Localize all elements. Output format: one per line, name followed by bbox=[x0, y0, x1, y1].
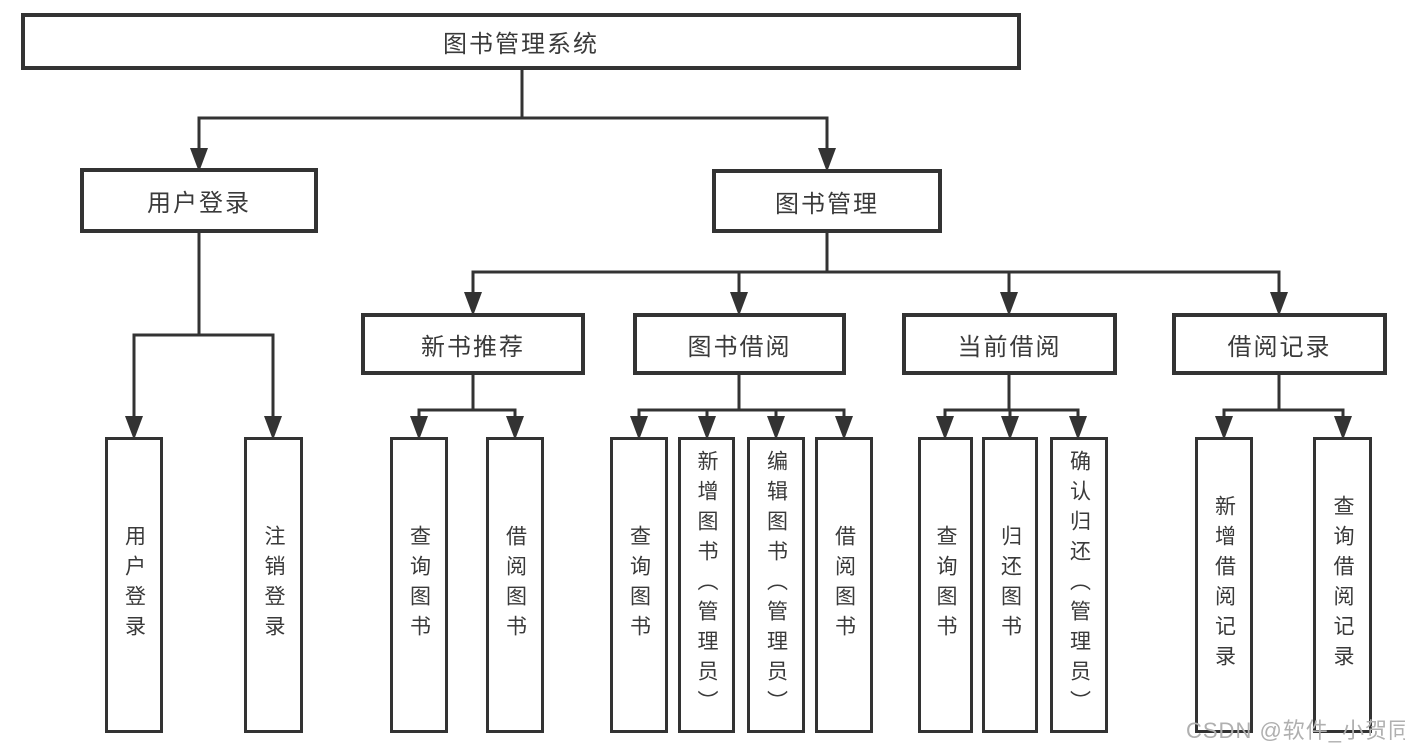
leaf-records-query-record-label: 查询借阅记录 bbox=[1331, 495, 1354, 675]
node-root: 图书管理系统 bbox=[21, 13, 1021, 70]
node-borrow-records: 借阅记录 bbox=[1172, 313, 1387, 375]
connector-current-borrow-split bbox=[936, 375, 1087, 440]
leaf-borrow-edit-books-admin: 编辑图书（管理员） bbox=[747, 437, 805, 733]
leaf-newbook-borrow-books: 借阅图书 bbox=[486, 437, 544, 733]
leaf-borrow-add-books-admin: 新增图书（管理员） bbox=[678, 437, 735, 733]
leaf-borrow-add-books-admin-label: 新增图书（管理员） bbox=[695, 450, 718, 720]
leaf-logout: 注销登录 bbox=[244, 437, 303, 733]
leaf-user-login-label: 用户登录 bbox=[122, 525, 146, 645]
node-current-borrow-label: 当前借阅 bbox=[957, 333, 1062, 361]
leaf-records-add-record: 新增借阅记录 bbox=[1195, 437, 1253, 733]
leaf-newbook-borrow-books-label: 借阅图书 bbox=[503, 525, 527, 645]
node-book-borrow-label: 图书借阅 bbox=[687, 333, 792, 361]
leaf-newbook-query-books: 查询图书 bbox=[390, 437, 448, 733]
leaf-current-confirm-return-admin: 确认归还（管理员） bbox=[1050, 437, 1108, 733]
node-new-book-recommend: 新书推荐 bbox=[361, 313, 585, 375]
leaf-borrow-query-books: 查询图书 bbox=[610, 437, 668, 733]
connector-borrow-records-split bbox=[1215, 375, 1352, 440]
node-new-book-recommend-label: 新书推荐 bbox=[421, 333, 525, 361]
csdn-watermark: CSDN @软件_小贺同学 bbox=[1186, 718, 1405, 743]
node-user-login: 用户登录 bbox=[80, 168, 318, 233]
node-book-borrow: 图书借阅 bbox=[633, 313, 846, 375]
leaf-borrow-query-books-label: 查询图书 bbox=[627, 525, 651, 645]
connector-root-split bbox=[190, 70, 836, 172]
node-root-label: 图书管理系统 bbox=[443, 31, 599, 58]
node-user-login-label: 用户登录 bbox=[147, 190, 251, 217]
node-book-management-label: 图书管理 bbox=[775, 190, 879, 218]
leaf-current-return-books: 归还图书 bbox=[982, 437, 1038, 733]
leaf-borrow-borrow-books: 借阅图书 bbox=[815, 437, 873, 733]
leaf-borrow-borrow-books-label: 借阅图书 bbox=[832, 525, 856, 645]
connector-book-mgmt-split bbox=[464, 233, 1288, 316]
leaf-records-query-record: 查询借阅记录 bbox=[1313, 437, 1372, 733]
leaf-current-query-books-label: 查询图书 bbox=[934, 525, 957, 645]
leaf-records-add-record-label: 新增借阅记录 bbox=[1212, 495, 1236, 675]
node-book-management: 图书管理 bbox=[712, 169, 942, 233]
leaf-logout-label: 注销登录 bbox=[262, 525, 285, 645]
connector-book-borrow-split bbox=[630, 375, 853, 440]
leaf-newbook-query-books-label: 查询图书 bbox=[407, 525, 431, 645]
leaf-current-confirm-return-admin-label: 确认归还（管理员） bbox=[1067, 450, 1091, 720]
leaf-current-return-books-label: 归还图书 bbox=[998, 525, 1022, 645]
connector-new-book-split bbox=[410, 375, 524, 440]
node-current-borrow: 当前借阅 bbox=[902, 313, 1117, 375]
connector-user-login-split bbox=[125, 233, 282, 440]
node-borrow-records-label: 借阅记录 bbox=[1227, 333, 1332, 361]
leaf-current-query-books: 查询图书 bbox=[918, 437, 973, 733]
leaf-user-login: 用户登录 bbox=[105, 437, 163, 733]
leaf-borrow-edit-books-admin-label: 编辑图书（管理员） bbox=[764, 450, 788, 720]
